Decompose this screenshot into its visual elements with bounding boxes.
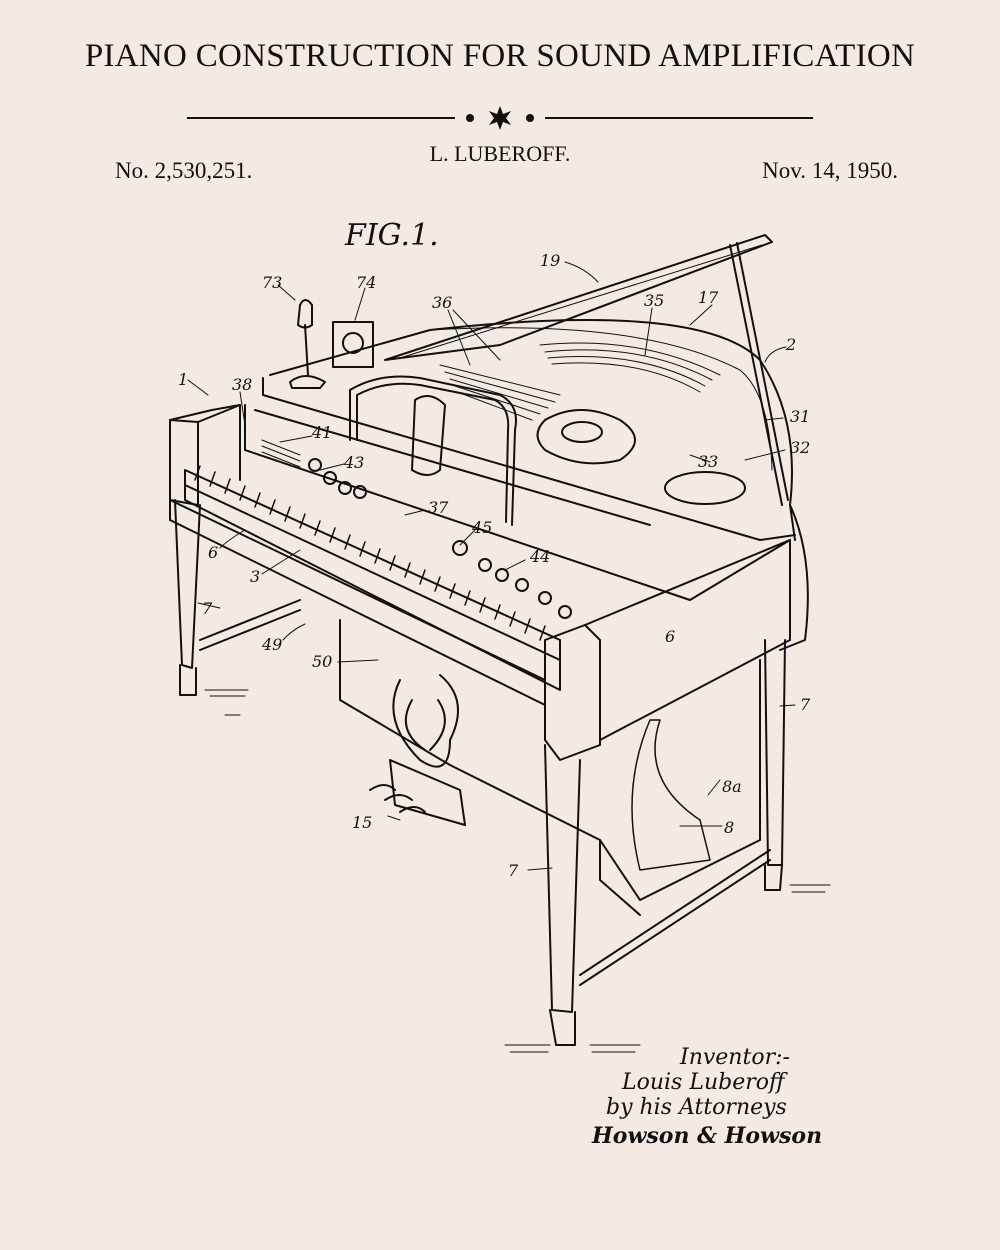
leg-left-front — [174, 499, 201, 669]
callout-32: 32 — [790, 438, 810, 457]
piano-body-top — [269, 319, 796, 541]
callout-3: 3 — [250, 567, 260, 586]
callout-45: 45 — [471, 518, 492, 537]
leg-right-rear — [764, 639, 786, 866]
callout-36: 36 — [432, 293, 452, 312]
callout-8: 8 — [724, 818, 734, 837]
fallboard — [262, 377, 796, 541]
callout-49: 49 — [261, 635, 282, 654]
callout-38: 38 — [232, 375, 252, 394]
signature-attorneys-label: by his Attorneys — [606, 1095, 787, 1120]
callout-31: 31 — [790, 407, 810, 426]
callout-7c: 7 — [508, 861, 519, 880]
inventor-name: L. LUBEROFF. — [429, 141, 571, 166]
callout-74: 74 — [356, 273, 376, 292]
callout-35: 35 — [644, 291, 664, 310]
callout-41: 41 — [311, 423, 332, 442]
signature-attorneys-name: Howson & Howson — [592, 1123, 823, 1149]
page-title: PIANO CONSTRUCTION FOR SOUND AMPLIFICATI… — [84, 38, 916, 74]
callout-7b: 7 — [800, 695, 811, 714]
callout-37: 37 — [428, 498, 449, 517]
keyboard — [184, 469, 561, 691]
lower-body — [339, 619, 761, 901]
callout-7a: 7 — [202, 599, 213, 618]
callout-15: 15 — [352, 813, 372, 832]
patent-number: No. 2,530,251. — [115, 158, 253, 183]
figure-label: FIG.1. — [344, 218, 439, 253]
callout-1: 1 — [178, 370, 188, 389]
callout-19: 19 — [540, 251, 560, 270]
signature-inventor-name: Louis Luberoff — [622, 1070, 785, 1095]
callout-44: 44 — [529, 547, 550, 566]
callout-6b: 6 — [665, 627, 675, 646]
signature-inventor-label: Inventor:- — [680, 1045, 790, 1070]
callout-17: 17 — [698, 288, 719, 307]
piano-lid — [384, 234, 773, 361]
music-desk — [349, 375, 517, 526]
callout-2: 2 — [785, 335, 796, 354]
callout-33: 33 — [698, 452, 718, 471]
meter-box — [332, 321, 374, 368]
speaker-grille — [261, 439, 301, 468]
patent-date: Nov. 14, 1950. — [762, 158, 898, 183]
divider-ornament — [187, 106, 813, 130]
microphone — [297, 299, 313, 329]
leg-right-front — [544, 744, 581, 1013]
callout-6a: 6 — [208, 543, 218, 562]
callout-73: 73 — [262, 273, 282, 292]
right-cheek — [544, 624, 601, 761]
pedals — [369, 784, 426, 813]
callout-43: 43 — [343, 453, 364, 472]
pedal-lyre — [392, 674, 459, 768]
speaker-horn — [536, 409, 636, 465]
callout-50: 50 — [312, 652, 332, 671]
callout-8a: 8a — [722, 777, 742, 796]
lid-prop — [729, 242, 789, 506]
